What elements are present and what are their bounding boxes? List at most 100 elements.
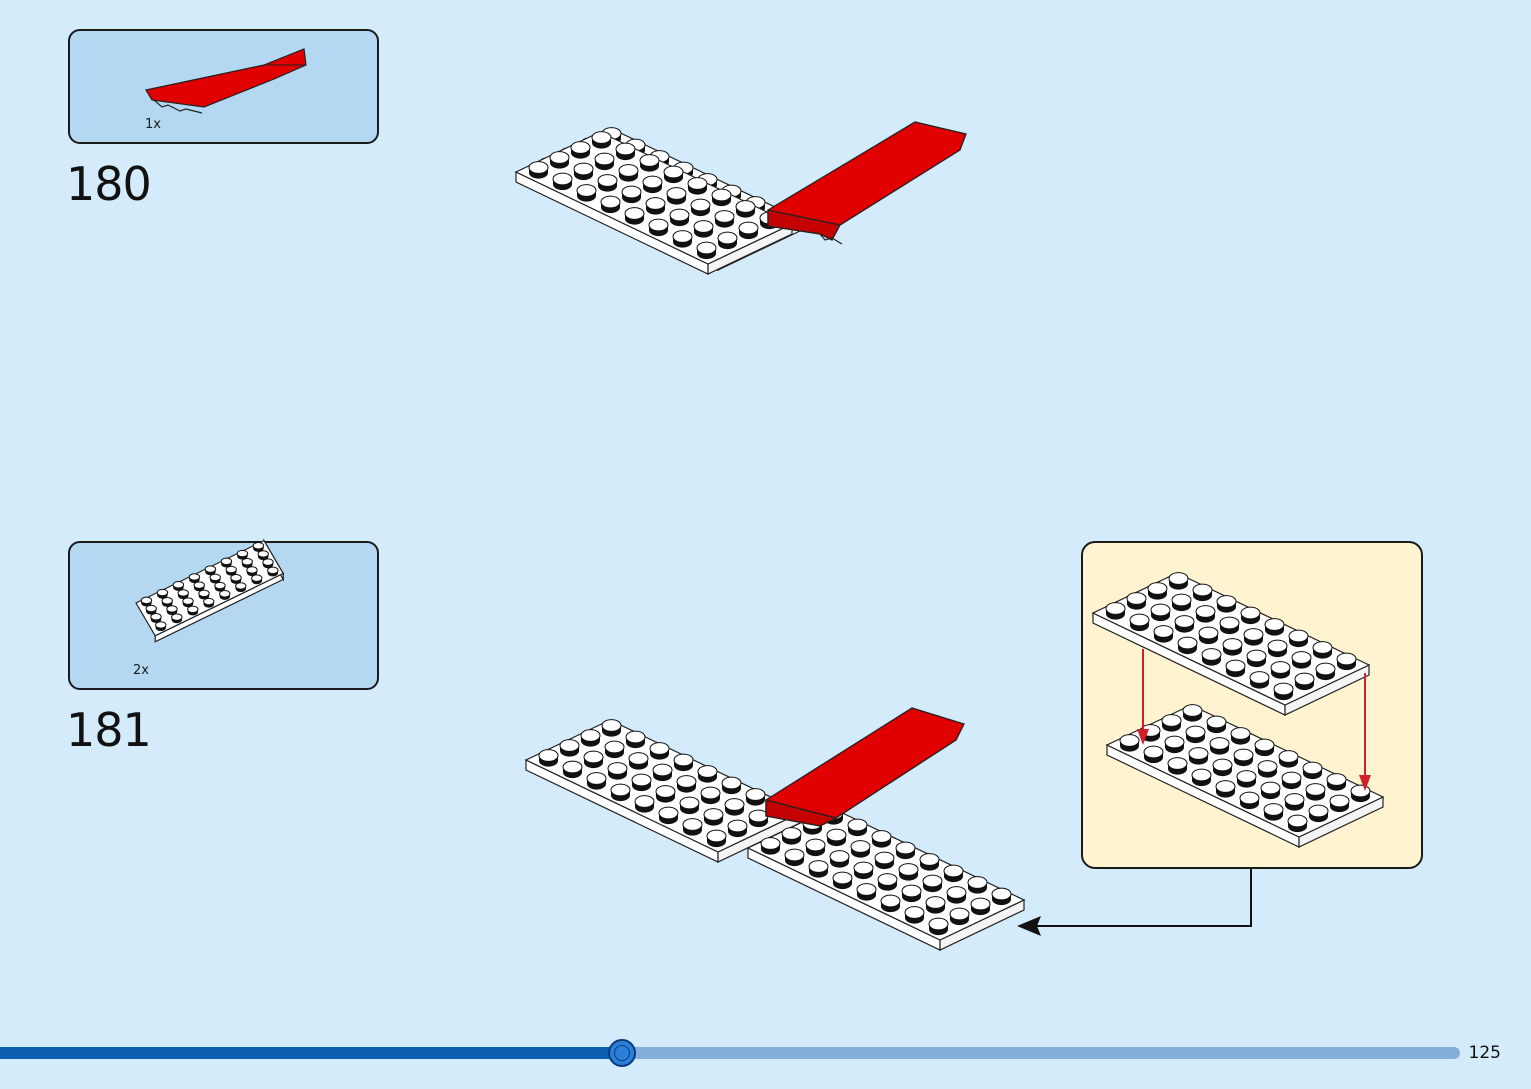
stud bbox=[1315, 662, 1336, 681]
stud bbox=[182, 597, 194, 608]
stud bbox=[1191, 768, 1212, 787]
stud bbox=[1216, 595, 1237, 613]
stud bbox=[901, 884, 922, 903]
stud bbox=[724, 798, 745, 816]
stud bbox=[1336, 652, 1357, 671]
white-plate bbox=[135, 538, 285, 643]
sub-assembly-callout bbox=[1081, 541, 1423, 869]
stud bbox=[1188, 747, 1209, 765]
stud bbox=[877, 873, 898, 891]
stud bbox=[252, 542, 265, 552]
stud bbox=[528, 161, 549, 179]
stud bbox=[700, 786, 721, 805]
stud bbox=[880, 894, 901, 913]
stud bbox=[591, 131, 612, 149]
stud bbox=[711, 188, 732, 207]
parts-list-step-180: 1x bbox=[68, 29, 379, 144]
stud bbox=[1305, 783, 1326, 801]
stud bbox=[214, 581, 226, 592]
stud bbox=[156, 588, 169, 599]
stud bbox=[1288, 629, 1309, 648]
stud bbox=[919, 853, 940, 871]
stud bbox=[856, 883, 877, 901]
stud bbox=[1105, 602, 1126, 620]
stud bbox=[204, 565, 217, 576]
stud bbox=[1168, 572, 1189, 590]
stud bbox=[871, 830, 892, 848]
stud bbox=[904, 906, 925, 924]
stud bbox=[1264, 618, 1285, 636]
stud bbox=[1257, 760, 1278, 778]
stud bbox=[832, 871, 853, 890]
stud bbox=[166, 605, 178, 616]
stud bbox=[706, 829, 727, 848]
stud bbox=[672, 230, 693, 248]
stud bbox=[1222, 638, 1243, 656]
stud bbox=[570, 141, 591, 159]
stud bbox=[1153, 625, 1174, 643]
stud bbox=[697, 765, 718, 783]
stud bbox=[1161, 714, 1182, 732]
stud bbox=[621, 185, 642, 204]
stud bbox=[171, 613, 183, 624]
stud bbox=[658, 806, 679, 825]
stud bbox=[604, 740, 625, 759]
stud bbox=[628, 752, 649, 770]
stud bbox=[601, 719, 622, 737]
stud bbox=[652, 763, 673, 782]
stud bbox=[655, 785, 676, 803]
stud bbox=[1212, 758, 1233, 777]
stud bbox=[1326, 773, 1347, 791]
stud bbox=[649, 742, 670, 760]
stud bbox=[1278, 750, 1299, 768]
callout-connector-arrow bbox=[1017, 868, 1252, 936]
stud bbox=[607, 762, 628, 780]
stud bbox=[580, 729, 601, 747]
stud bbox=[1140, 724, 1161, 742]
stud bbox=[600, 195, 621, 214]
stud bbox=[1198, 626, 1219, 645]
stud bbox=[1302, 761, 1323, 780]
progress-fill bbox=[0, 1047, 622, 1059]
stud bbox=[161, 597, 173, 607]
stud bbox=[925, 896, 946, 914]
stud bbox=[1177, 636, 1198, 655]
stud bbox=[745, 788, 766, 806]
stud bbox=[235, 582, 247, 593]
stud bbox=[1243, 628, 1264, 646]
stud bbox=[145, 604, 157, 615]
progress-knob bbox=[607, 1039, 636, 1067]
callout-plates-illustration bbox=[1091, 572, 1385, 848]
stud bbox=[177, 589, 189, 600]
stud bbox=[203, 597, 215, 608]
stud bbox=[1294, 672, 1315, 691]
stud bbox=[586, 772, 607, 790]
stud bbox=[1291, 651, 1312, 669]
stud bbox=[690, 198, 711, 217]
stud bbox=[150, 613, 162, 623]
stud bbox=[1236, 770, 1257, 788]
stud bbox=[666, 187, 687, 205]
stud bbox=[850, 840, 871, 858]
stud bbox=[594, 152, 615, 171]
stud bbox=[193, 581, 205, 592]
stud bbox=[639, 154, 660, 172]
stud bbox=[829, 850, 850, 868]
stud bbox=[1273, 682, 1294, 701]
stud bbox=[1182, 704, 1203, 722]
stud bbox=[679, 796, 700, 815]
stud bbox=[874, 851, 895, 870]
stud bbox=[562, 760, 583, 779]
stud bbox=[1147, 582, 1168, 600]
stud bbox=[1249, 671, 1270, 689]
stud bbox=[682, 818, 703, 836]
stud bbox=[209, 573, 221, 584]
stud bbox=[257, 550, 269, 561]
stud bbox=[648, 218, 669, 237]
stud bbox=[236, 549, 249, 560]
part-quantity: 2x bbox=[133, 663, 149, 678]
stud bbox=[188, 573, 201, 584]
stud bbox=[760, 837, 781, 855]
stud bbox=[847, 818, 868, 837]
stud bbox=[610, 783, 631, 802]
